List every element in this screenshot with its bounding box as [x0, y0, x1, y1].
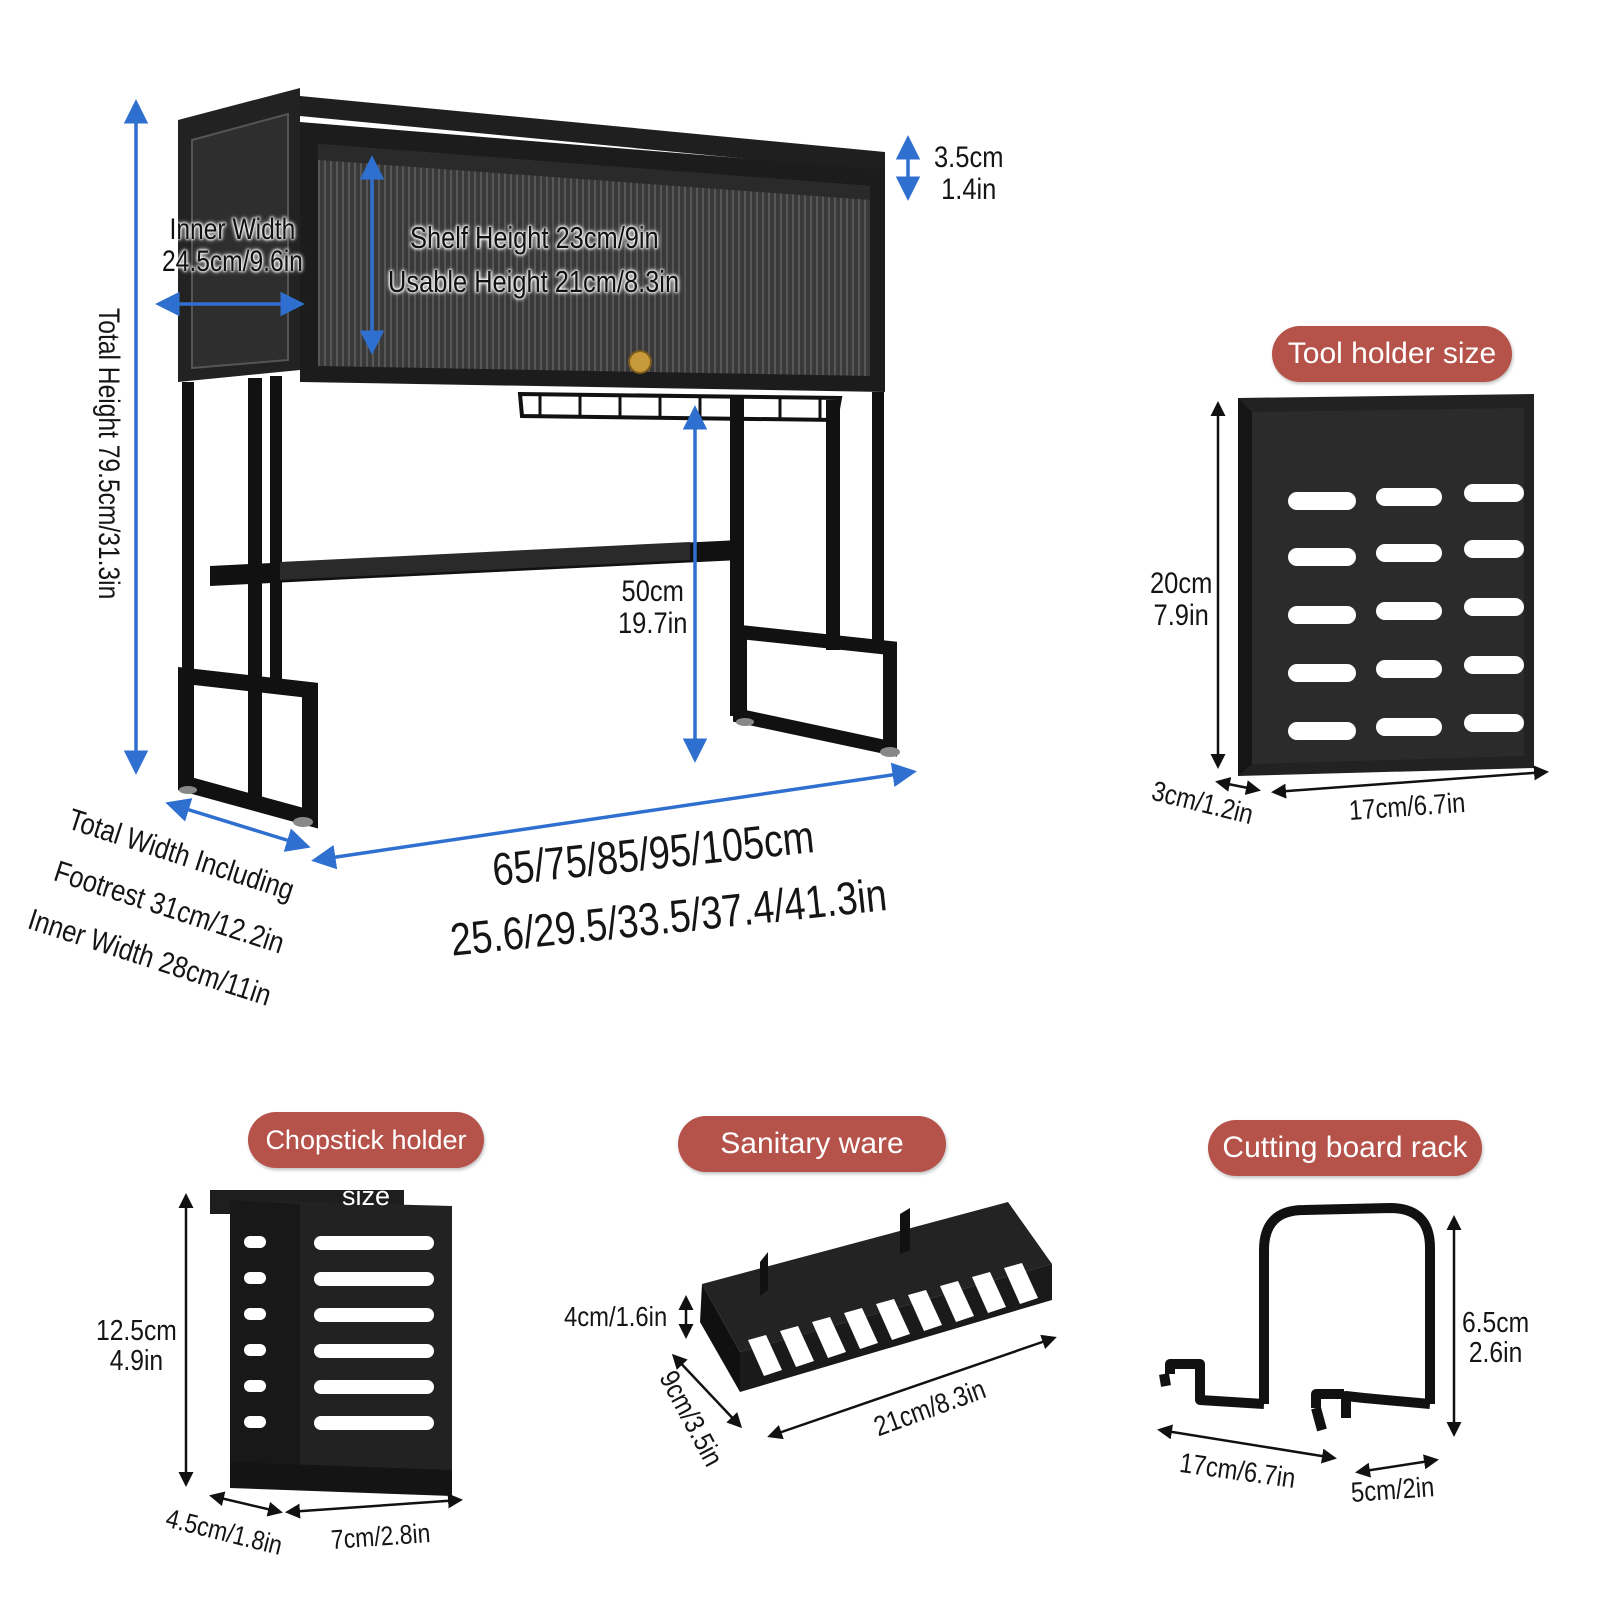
usable-height-label: Usable Height 21cm/8.3in	[388, 264, 680, 299]
sanitary-basket-dimension-lines	[671, 1295, 1057, 1440]
right-footrest	[733, 624, 897, 757]
shelf-height-label: Shelf Height 23cm/9in	[410, 220, 659, 255]
door-knob	[628, 350, 652, 374]
sanitary-basket-height-label: 4cm/1.6in	[564, 1301, 668, 1332]
main-rack-dimension-arrows	[123, 99, 921, 870]
cutting-board-rack-title-badge: Cutting board rack	[1208, 1120, 1482, 1176]
under-shelf-basket	[517, 391, 843, 423]
top-lip-height-label: 3.5cm 1.4in	[934, 141, 1004, 206]
ribbed-glass-door	[318, 144, 870, 376]
chopstick-holder-title-badge: Chopstick holder size	[248, 1112, 484, 1211]
chopstick-holder-drawing	[210, 1190, 452, 1496]
tool-holder-title-badge: Tool holder size	[1272, 326, 1512, 382]
cutting-board-rack-depth-label: 5cm/2in	[1349, 1471, 1436, 1508]
sanitary-basket-title-badge: Sanitary ware basket	[678, 1116, 946, 1216]
inner-width-label: Inner Width 24.5cm/9.6in	[162, 213, 303, 278]
chopstick-holder-dimension-lines	[178, 1193, 463, 1519]
total-height-label: Total Height 79.5cm/31.3in	[92, 308, 125, 600]
cutting-board-rack-dimension-lines	[1157, 1215, 1462, 1478]
cutting-board-rack-drawing	[1159, 1203, 1435, 1432]
chopstick-holder-width-label: 7cm/2.8in	[329, 1518, 432, 1555]
sanitary-basket-drawing	[700, 1202, 1052, 1392]
main-rack-drawing	[178, 88, 900, 829]
clearance-height-label: 50cm 19.7in	[618, 575, 688, 640]
chopstick-holder-height-label: 12.5cm 4.9in	[96, 1315, 177, 1378]
tool-holder-dimension-lines	[1210, 401, 1549, 799]
cutting-board-rack-height-label: 6.5cm 2.6in	[1462, 1307, 1530, 1370]
tool-holder-height-label: 20cm 7.9in	[1150, 567, 1213, 632]
tool-holder-drawing	[1238, 394, 1534, 776]
